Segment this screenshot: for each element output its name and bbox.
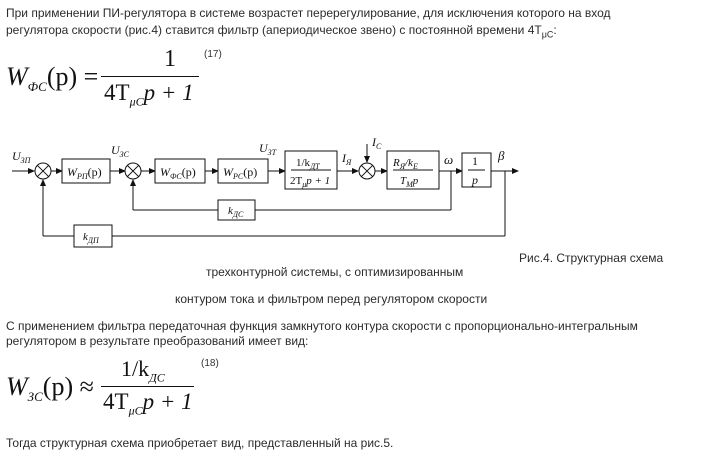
paragraph-2-line-2: регулятором в результате преобразований …: [6, 334, 309, 348]
eq18-den-sub: μС: [128, 403, 143, 418]
eq18-arg: (p) ≈: [42, 372, 94, 401]
eq17-numerator: 1: [164, 46, 176, 72]
eq17-arg: (p) =: [46, 62, 99, 91]
eq17-lhs: WФС(p) =: [6, 62, 98, 95]
structural-diagram: UЗП UЗС UЗТ IЯ IС ω β WРП(p) WФС(p) WРС(…: [12, 135, 519, 248]
eq17-number: (17): [204, 49, 222, 60]
eq17-denominator: 4TμСp + 1: [104, 80, 194, 110]
caption-line-1: Рис.4. Структурная схема: [519, 251, 664, 265]
eq17-den-sub: μС: [129, 94, 144, 109]
eq18-den-rest: p + 1: [142, 389, 193, 414]
paragraph-1-line-1: При применении ПИ-регулятора в системе в…: [6, 6, 611, 20]
label-u-zt: UЗТ: [259, 141, 277, 157]
kdc-label: kДС: [228, 205, 244, 219]
eq18-w-sub: ЗС: [27, 389, 43, 405]
label-omega: ω: [444, 152, 453, 167]
motor-numerator: RЯ/kЕ: [392, 157, 418, 171]
kdp-label: kДП: [83, 231, 100, 245]
paragraph-1-line-2-end: :: [553, 23, 557, 37]
equation-17: WФС(p) = 1 4TμСp + 1 (17): [0, 40, 300, 115]
wrp-label: WРП(p): [67, 165, 102, 181]
equation-18: WЗС(p) ≈ 1/kДС 4TμСp + 1 (18): [0, 352, 300, 422]
eq18-num-text: 1/k: [121, 356, 150, 381]
eq17-w: W: [6, 62, 28, 91]
eq17-den-t: 4T: [104, 80, 130, 105]
paragraph-1-line-2-sub: μС: [541, 29, 554, 40]
motor-denominator: TМp: [400, 175, 419, 189]
eq18-fraction-bar: [101, 386, 194, 387]
caption-line-3: контуром тока и фильтром перед регулятор…: [175, 292, 488, 306]
eq18-den-t: 4T: [103, 389, 129, 414]
paragraph-1-line-2: регулятора скорости (рис.4) ставится фил…: [6, 22, 557, 42]
integrator-denominator: p: [471, 173, 478, 187]
label-i-c: IС: [371, 135, 382, 151]
eq17-den-rest: p + 1: [143, 80, 194, 105]
paragraph-2-line-1: С применением фильтра передаточная функц…: [6, 319, 638, 333]
current-loop-numerator: 1/kДТ: [296, 157, 320, 171]
integrator-numerator: 1: [472, 154, 478, 168]
block-wrc: [217, 158, 269, 184]
eq18-numerator: 1/kДС: [121, 356, 165, 385]
caption-line-2: трехконтурной системы, с оптимизированны…: [206, 265, 464, 279]
eq18-number: (18): [201, 358, 219, 369]
eq18-num-sub: ДС: [149, 370, 165, 385]
label-beta: β: [497, 148, 505, 163]
eq17-fraction-bar: [101, 76, 199, 77]
label-u-zp: UЗП: [12, 149, 32, 165]
eq18-w: W: [6, 372, 28, 401]
eq18-denominator: 4TμСp + 1: [103, 389, 193, 419]
label-u-zs: UЗС: [111, 143, 130, 159]
wfc-label: WФС(p): [160, 165, 196, 181]
block-wfc: [154, 158, 206, 184]
wrc-label: WРС(p): [223, 165, 257, 181]
paragraph-3-line-1: Тогда структурная схема приобретает вид,…: [6, 436, 394, 450]
paragraph-1-line-2-text: регулятора скорости (рис.4) ставится фил…: [6, 23, 542, 37]
label-i-ya: IЯ: [341, 151, 352, 167]
eq18-lhs: WЗС(p) ≈: [6, 372, 94, 405]
current-loop-denominator: 2Tμp + 1: [290, 175, 330, 189]
eq17-w-sub: ФС: [27, 79, 47, 95]
